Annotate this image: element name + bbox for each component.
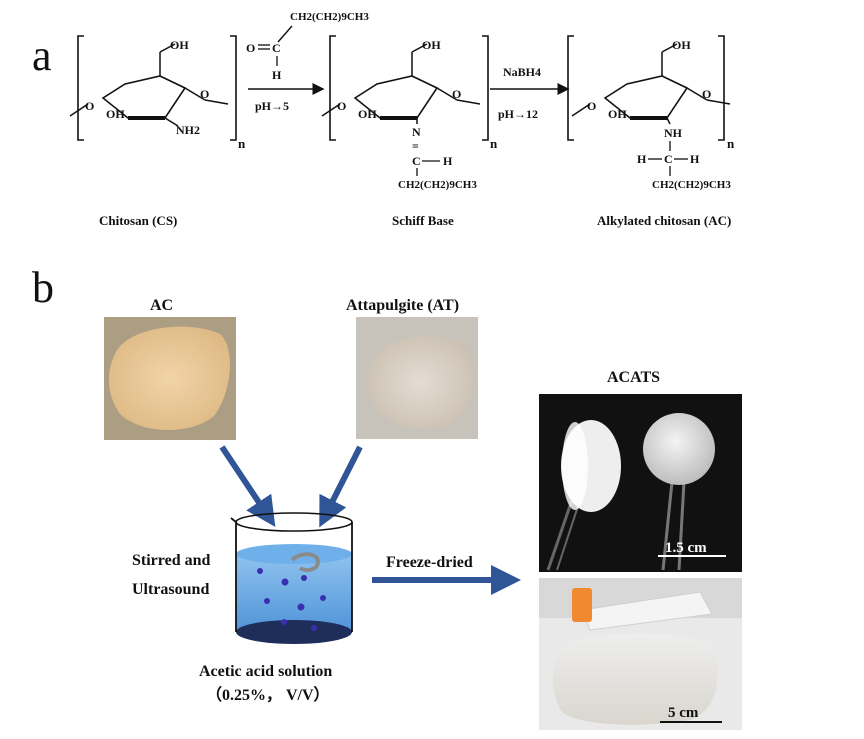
arrow1-condition: pH→5: [255, 99, 289, 113]
at-powder-label: Attapulgite (AT): [346, 297, 459, 314]
ac-powder-photo: [104, 317, 236, 440]
aldehyde-c: C: [272, 41, 281, 55]
cs-oh-left: OH: [106, 107, 125, 121]
cs-o-left: O: [85, 99, 94, 113]
solution-line-2: （0.25%， V/V）: [206, 686, 330, 704]
aldehyde-o: O: [246, 41, 255, 55]
ac-ring-o: O: [702, 87, 711, 101]
schiff-base-structure: OH O O OH N = C H CH2(CH2)9CH3 n: [321, 35, 498, 191]
particle: [311, 625, 317, 631]
sb-n: n: [490, 136, 498, 151]
sb-chain: CH2(CH2)9CH3: [398, 179, 477, 191]
at-to-beaker-arrow: [319, 445, 363, 528]
sb-double-bond: =: [412, 139, 419, 153]
acats-sponge-photo: [539, 394, 742, 572]
particle: [297, 603, 305, 611]
scale-bar-1-label: 1.5 cm: [665, 540, 707, 556]
ac-c-atom: C: [664, 152, 673, 166]
solution-line-1: Acetic acid solution: [199, 663, 332, 680]
ac-to-beaker-arrow: [219, 445, 276, 527]
ac-oh-top: OH: [672, 38, 691, 52]
scale-bar-2-label: 5 cm: [668, 705, 699, 721]
stir-line-1: Stirred and: [132, 552, 210, 569]
sb-n-atom: N: [412, 125, 421, 139]
ac-powder-label: AC: [150, 297, 173, 314]
ac-caption: Alkylated chitosan (AC): [597, 213, 731, 228]
ac-n: n: [727, 136, 735, 151]
ac-chain: CH2(CH2)9CH3: [652, 179, 731, 191]
particle: [320, 595, 326, 601]
sb-oh-left: OH: [358, 107, 377, 121]
sb-c-atom: C: [412, 154, 421, 168]
ac-o-left: O: [587, 99, 596, 113]
sb-o-left: O: [337, 99, 346, 113]
aldehyde-h: H: [272, 68, 282, 82]
ac-h-right: H: [690, 152, 700, 166]
freeze-label: Freeze-dried: [386, 554, 473, 571]
particle: [301, 575, 307, 581]
particle: [264, 598, 270, 604]
sb-oh-top: OH: [422, 38, 441, 52]
cs-ring-o: O: [200, 87, 209, 101]
ac-oh-left: OH: [608, 107, 627, 121]
aldehyde-reagent: CH2(CH2)9CH3 O C H: [246, 11, 369, 82]
alkylated-chitosan-structure: OH O O OH NH H C H CH2(CH2)9CH3 n: [567, 35, 735, 191]
chitosan-structure: OH O O OH NH2 n: [69, 35, 246, 151]
at-powder-photo: [356, 317, 478, 439]
sb-h-atom: H: [443, 154, 453, 168]
beaker: [230, 512, 353, 644]
panel-b-letter: b: [32, 263, 54, 312]
ac-nh: NH: [664, 126, 683, 140]
cs-n: n: [238, 136, 246, 151]
stir-line-2: Ultrasound: [132, 581, 209, 598]
ac-h-left: H: [637, 152, 647, 166]
cs-caption: Chitosan (CS): [99, 213, 177, 228]
acats-bag-photo: [539, 578, 742, 730]
cs-amine: NH2: [176, 123, 200, 137]
sb-ring-o: O: [452, 87, 461, 101]
particle: [281, 578, 289, 586]
acats-label: ACATS: [607, 369, 660, 386]
aldehyde-chain: CH2(CH2)9CH3: [290, 11, 369, 23]
sb-caption: Schiff Base: [392, 213, 454, 228]
cs-oh-top: OH: [170, 38, 189, 52]
arrow2-reagent: NaBH4: [503, 65, 541, 79]
particle: [281, 619, 287, 625]
particle: [257, 568, 263, 574]
arrow2-condition: pH→12: [498, 107, 538, 121]
panel-a-letter: a: [32, 31, 52, 80]
